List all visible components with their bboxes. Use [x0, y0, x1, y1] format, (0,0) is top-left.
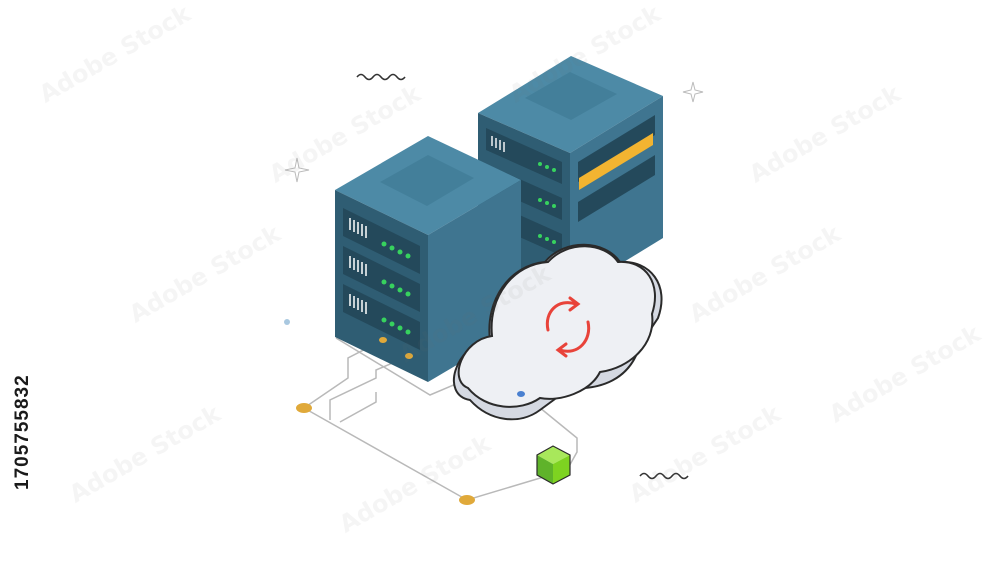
sparkle-icon	[284, 157, 310, 183]
cloud-icon	[452, 243, 663, 421]
squiggle-icon	[639, 472, 689, 480]
sparkle-icon	[682, 81, 704, 103]
cube-icon	[536, 445, 571, 485]
server-rack-icon	[335, 136, 521, 382]
dot-decoration	[284, 319, 290, 325]
squiggle-icon	[356, 73, 406, 81]
stock-image-id: 1705755832	[12, 374, 33, 490]
sync-icon	[545, 296, 591, 358]
connector-pins	[296, 337, 525, 505]
